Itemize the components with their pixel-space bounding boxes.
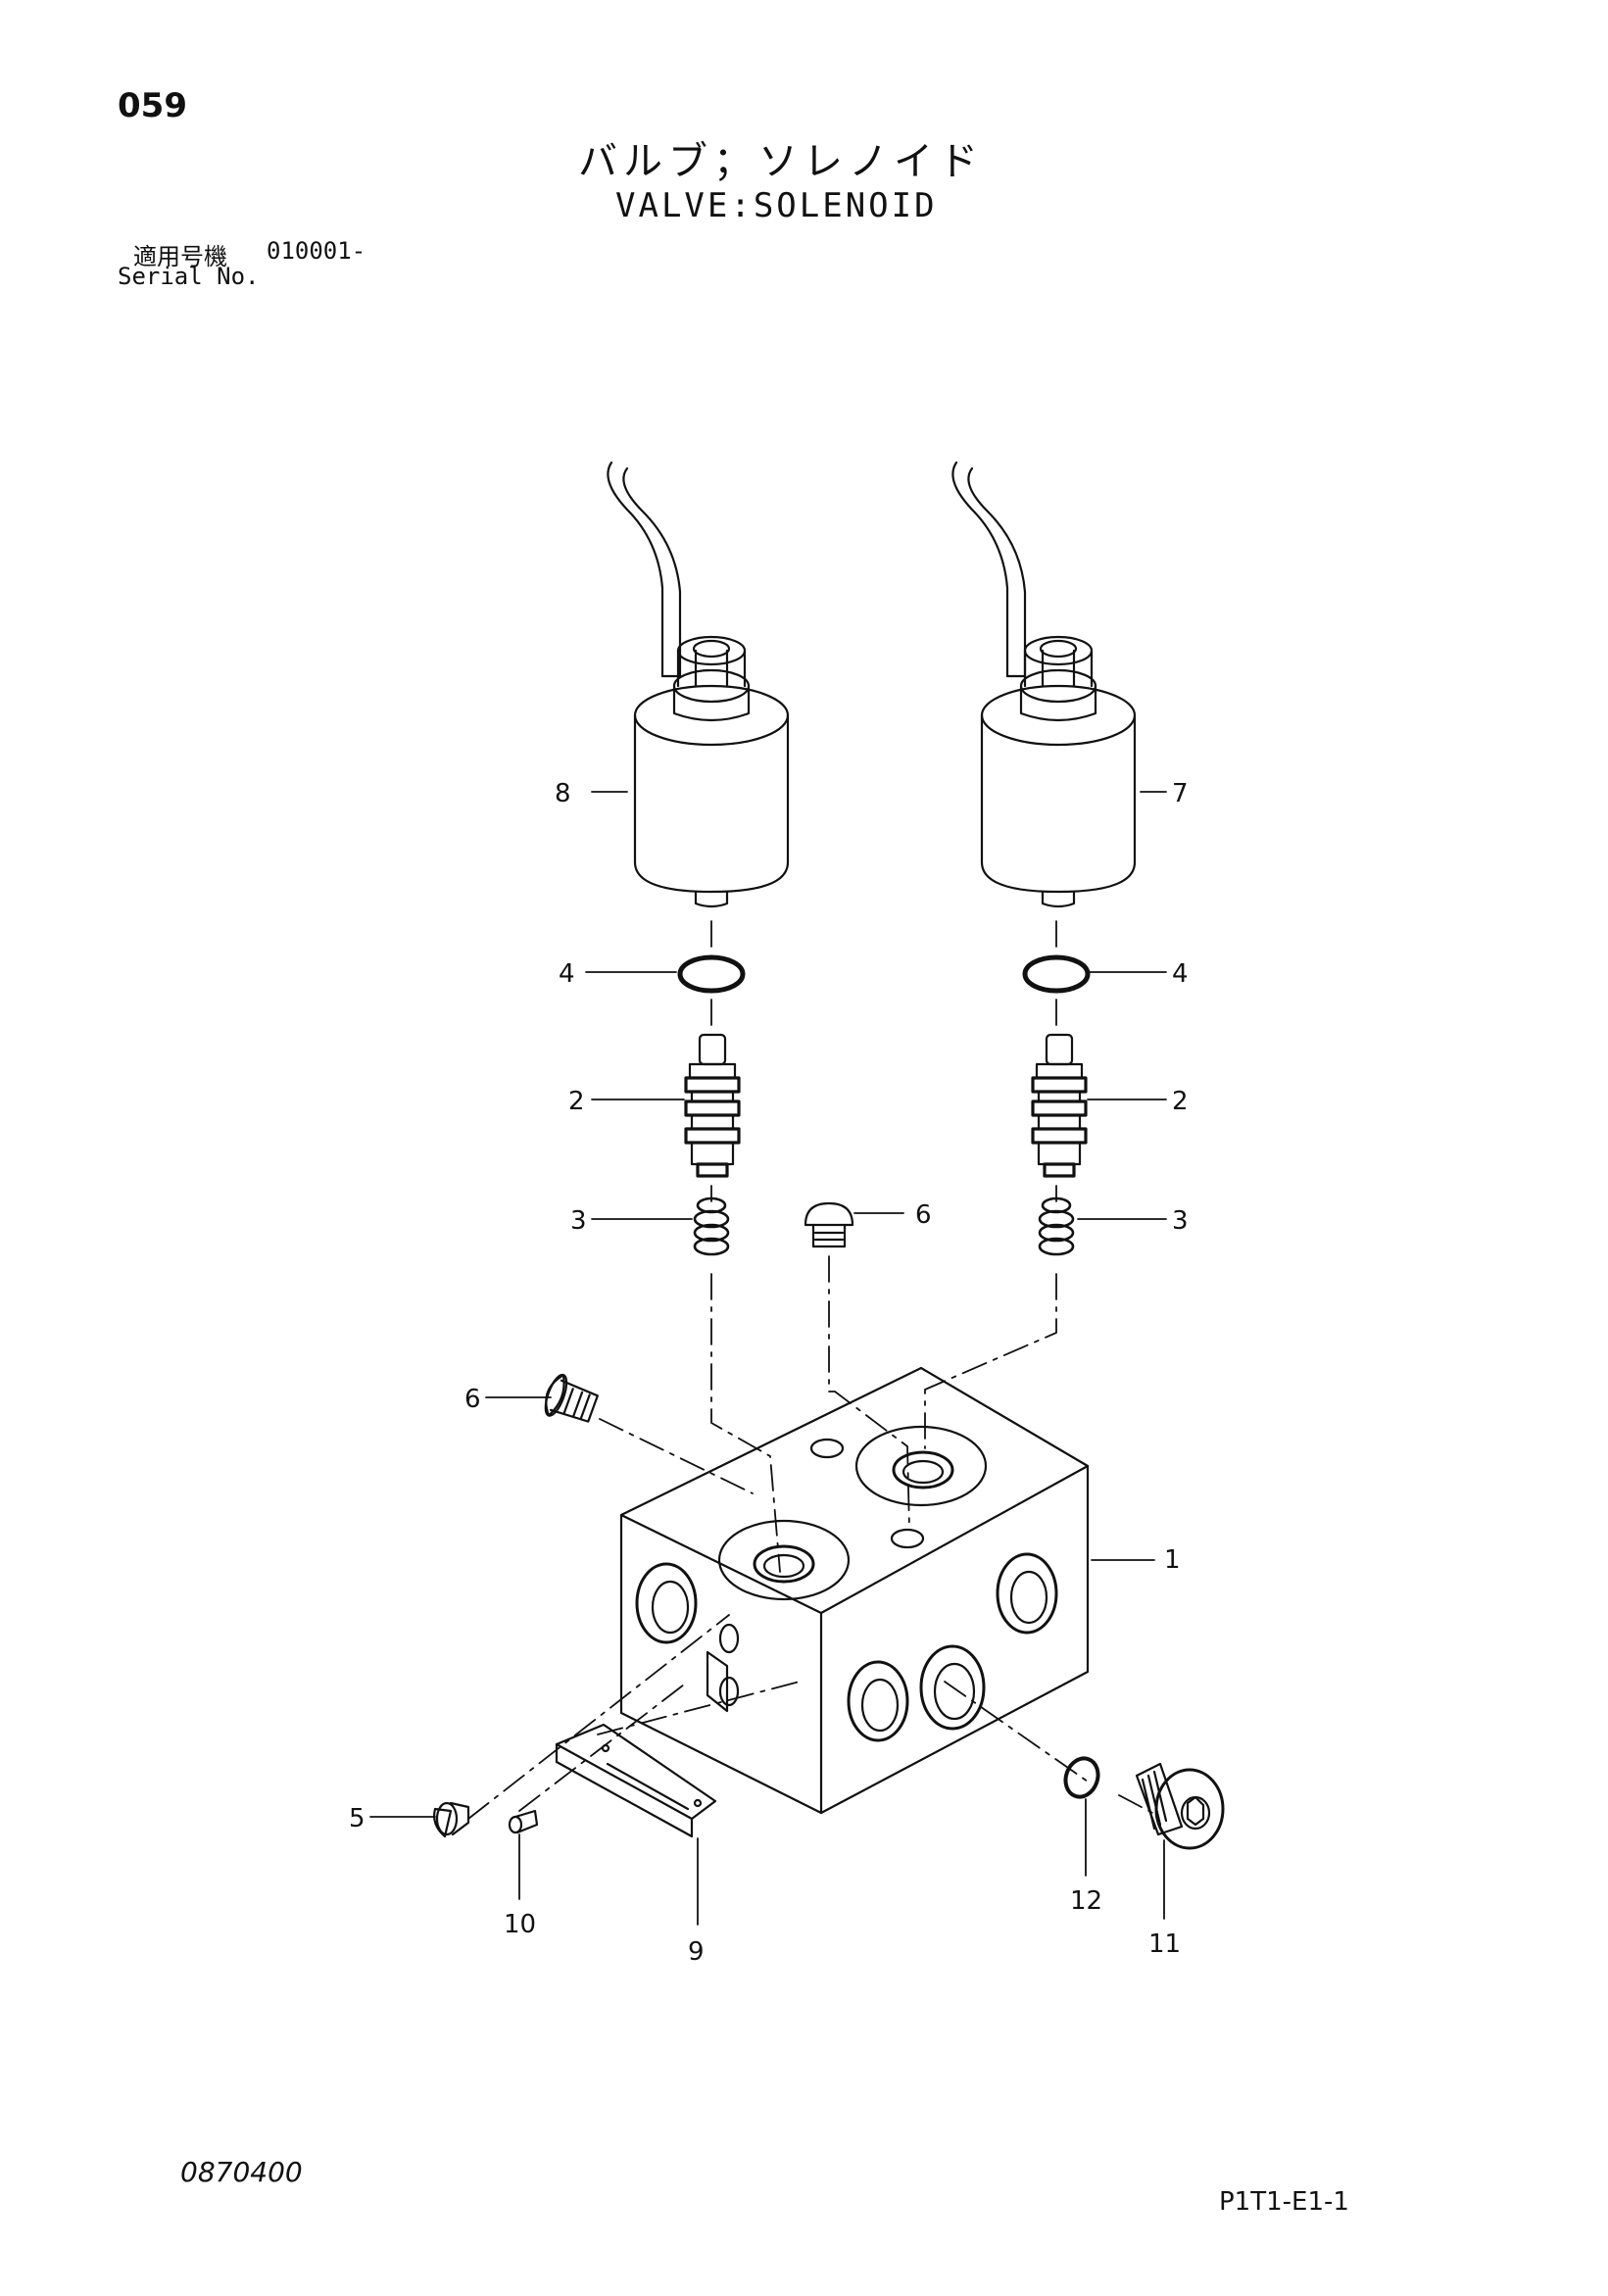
o-ring-port-plug <box>1063 1756 1100 1799</box>
drive-pin <box>508 1809 539 1834</box>
title-japanese: バルブ；ソレノイド <box>578 139 984 184</box>
callout-2-left: 2 <box>568 1087 585 1116</box>
plug-left <box>544 1373 599 1423</box>
callout-2-right: 2 <box>1172 1087 1189 1116</box>
spring-left <box>693 1197 730 1256</box>
callout-12: 12 <box>1070 1886 1102 1916</box>
callout-6-left: 6 <box>464 1385 481 1414</box>
callout-6-top: 6 <box>915 1200 932 1230</box>
solenoid-coil-right <box>951 461 1137 908</box>
spring-right <box>1038 1197 1075 1256</box>
port-plug <box>1135 1762 1225 1850</box>
title-english: VALVE:SOLENOID <box>615 186 938 225</box>
screw <box>433 1801 470 1838</box>
callout-5: 5 <box>349 1804 365 1833</box>
valve-spool-right <box>1031 1033 1088 1178</box>
plug-top <box>804 1201 854 1248</box>
valve-spool-left <box>684 1033 741 1178</box>
serial-label-english: Serial No. <box>118 263 260 290</box>
callout-4-right: 4 <box>1172 959 1189 989</box>
callout-3-right: 3 <box>1172 1206 1189 1236</box>
document-code: 0870400 <box>180 2156 303 2188</box>
callout-8: 8 <box>555 779 571 808</box>
o-ring-left <box>677 954 746 994</box>
assembly-centerlines <box>467 920 1157 1820</box>
o-ring-right <box>1022 954 1091 994</box>
leader-lines <box>369 791 1167 1926</box>
solenoid-coil-left <box>607 461 790 908</box>
callout-4-left: 4 <box>559 959 575 989</box>
callout-1: 1 <box>1164 1545 1181 1575</box>
page-code: P1T1-E1-1 <box>1219 2187 1349 2217</box>
callout-7: 7 <box>1172 779 1189 808</box>
valve-block-body <box>619 1366 1090 1815</box>
callout-3-left: 3 <box>570 1206 587 1236</box>
page-number: 059 <box>118 86 187 125</box>
callout-11: 11 <box>1148 1930 1181 1959</box>
serial-label-japanese: 適用号機 <box>133 243 227 270</box>
name-plate <box>555 1723 717 1838</box>
serial-value: 010001- <box>267 237 366 265</box>
callout-10: 10 <box>504 1910 536 1939</box>
callout-9: 9 <box>688 1937 705 1967</box>
